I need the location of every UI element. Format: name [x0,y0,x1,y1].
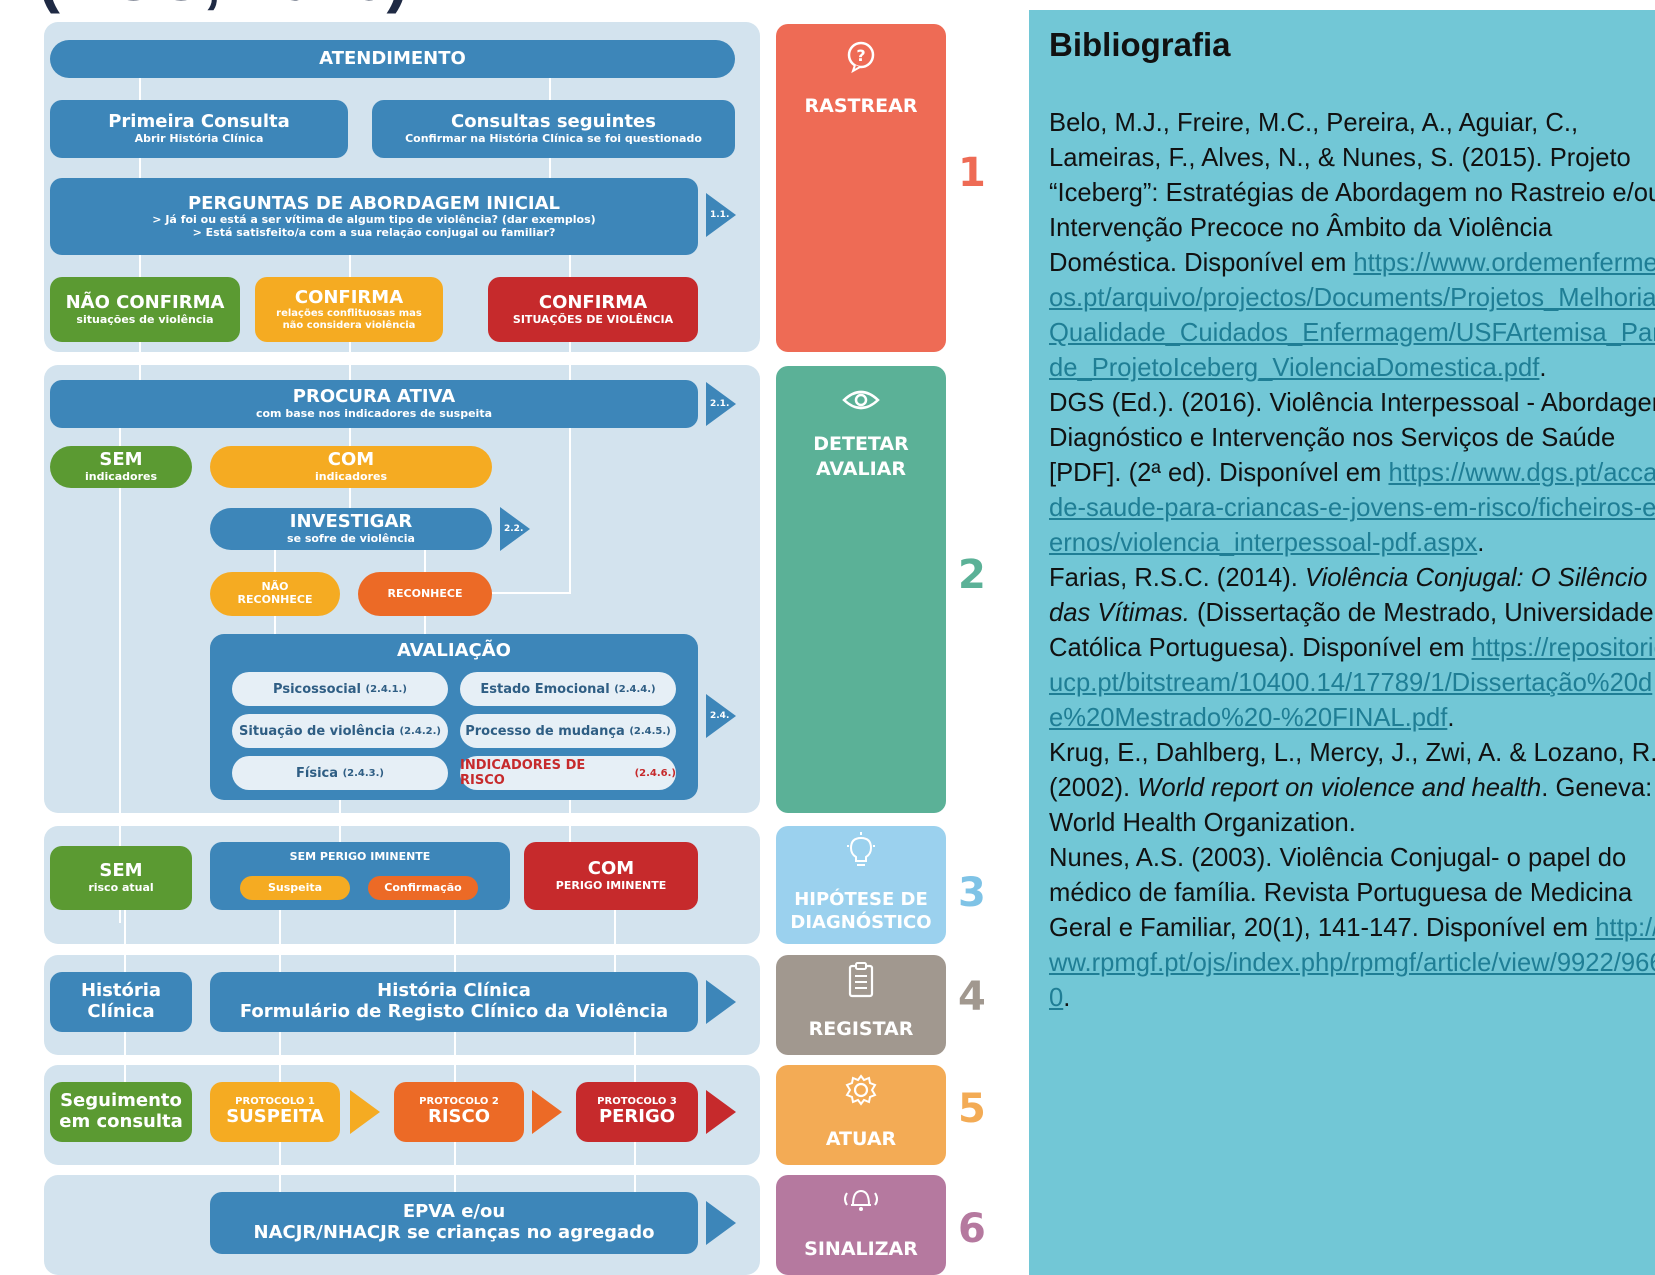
bibliography-title: Bibliografia [1049,26,1231,63]
stage-avaliar-label: AVALIAR [815,457,907,480]
avaliacao-psicossocial: Psicossocial (2.4.1.) [232,672,448,706]
avaliacao-title: AVALIAÇÃO [397,640,511,661]
stage-number-1: 1 [958,150,986,196]
suspeita-pill: Suspeita [240,876,350,900]
stage-diagnostico-label: DIAGNÓSTICO [790,912,932,934]
stage-rastrear-label: RASTREAR [804,95,918,117]
atendimento-box: ATENDIMENTO [50,40,735,78]
step-2-1-label: 2.1. [710,399,730,409]
avaliacao-box: AVALIAÇÃO Psicossocial (2.4.1.) Estado E… [210,634,698,800]
reference-link[interactable]: http://www.rpmgf.pt/ojs/index.php/rpmgf/… [1049,914,1655,1012]
avaliacao-processo-mudanca: Processo de mudança (2.4.5.) [460,714,676,748]
avaliacao-estado-emocional: Estado Emocional (2.4.4.) [460,672,676,706]
bell-icon [776,1183,946,1220]
avaliacao-situacao-violencia: Situação de violência (2.4.2.) [232,714,448,748]
arrow-2-4 [706,694,736,738]
svg-text:?: ? [856,46,865,65]
reference-nunes: Nunes, A.S. (2003). Violência Conjugal- … [1049,841,1655,1016]
question-icon: ? [776,40,946,81]
stage-rastrear: ? RASTREAR [776,24,946,352]
stage-hipotese-label: HIPÓTESE DE [794,889,928,910]
eye-icon [776,388,946,419]
avaliacao-indicadores-risco: INDICADORES DE RISCO (2.4.6.) [460,756,676,790]
step-1-1-label: 1.1. [710,210,730,220]
stage-number-3: 3 [958,870,986,916]
sem-perigo-title: SEM PERIGO IMINENTE [289,850,431,863]
lightbulb-icon [776,832,946,875]
bibliography-panel: Bibliografia Belo, M.J., Freire, M.C., P… [1029,10,1655,1275]
sem-perigo-box: SEM PERIGO IMINENTE Suspeita Confirmação [210,842,510,910]
slide-title: (DGS, 2016). [38,0,427,10]
stage-number-4: 4 [958,974,986,1020]
step-2-2-label: 2.2. [504,524,524,534]
arrow-registar [706,980,736,1024]
stage-number-6: 6 [958,1206,986,1252]
stage-registar-label: REGISTAR [808,1018,914,1040]
stage-registar: REGISTAR [776,955,946,1055]
arrow-1-1 [706,193,736,237]
clipboard-icon [776,961,946,1006]
reference-krug: Krug, E., Dahlberg, L., Mercy, J., Zwi, … [1049,739,1655,837]
avaliacao-fisica: Física (2.4.3.) [232,756,448,790]
gear-icon [776,1073,946,1114]
stage-atuar: ATUAR [776,1065,946,1165]
step-2-4-label: 2.4. [710,711,730,721]
stage-detetar-label: DETETAR [813,433,909,455]
stage-sinalizar: SINALIZAR [776,1175,946,1275]
arrow-2-1 [706,382,736,426]
stage-number-2: 2 [958,552,986,598]
arrow-protocolo3 [706,1090,736,1134]
reference-dgs: DGS (Ed.). (2016). Violência Interpessoa… [1049,386,1655,561]
stage-sinalizar-label: SINALIZAR [804,1238,918,1260]
reference-link[interactable]: https://www.dgs.pt/accao-de-saude-para-c… [1049,459,1655,557]
arrow-2-2 [500,507,530,551]
reference-belo: Belo, M.J., Freire, M.C., Pereira, A., A… [1049,106,1655,386]
reconhece-box: RECONHECE [358,572,492,616]
reference-link[interactable]: https://repositorio.ucp.pt/bitstream/104… [1049,634,1655,732]
arrow-sinalizar [706,1201,736,1245]
bibliography-list: Belo, M.J., Freire, M.C., Pereira, A., A… [1049,106,1655,1016]
stage-number-5: 5 [958,1086,986,1132]
reference-farias: Farias, R.S.C. (2014). Violência Conjuga… [1049,561,1655,736]
arrow-protocolo2 [532,1090,562,1134]
arrow-protocolo1 [350,1090,380,1134]
reference-link[interactable]: https://www.ordemenfermeiros.pt/arquivo/… [1049,249,1655,382]
perguntas-box: PERGUNTAS DE ABORDAGEM INICIAL > Já foi … [50,178,698,255]
confirmacao-pill: Confirmação [368,876,478,900]
stage-atuar-label: ATUAR [825,1128,897,1150]
